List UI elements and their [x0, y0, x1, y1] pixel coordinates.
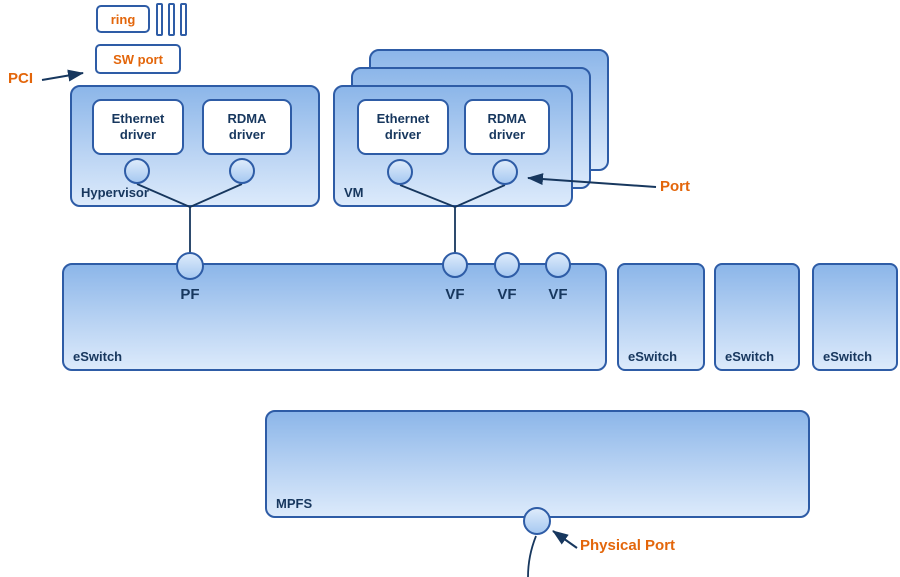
mpfs-box: MPFS: [265, 410, 810, 518]
hypervisor-label: Hypervisor: [81, 185, 149, 200]
physical-port-circle: [523, 507, 551, 535]
hypervisor-rdma-driver-label: RDMA driver: [227, 111, 267, 142]
hypervisor-rdma-driver-box: RDMA driver: [202, 99, 292, 155]
vm-ethernet-driver-label: Ethernet driver: [376, 111, 430, 142]
pf-circle: [176, 252, 204, 280]
sw-port-box: SW port: [95, 44, 181, 74]
ring-buffer-bar-3: [180, 3, 187, 36]
pf-label: PF: [180, 286, 200, 303]
eswitch-box-2: eSwitch: [617, 263, 705, 371]
vm-ethernet-port-circle: [387, 159, 413, 185]
eswitch-box-3: eSwitch: [714, 263, 800, 371]
eswitch-2-label: eSwitch: [628, 349, 678, 364]
hypervisor-rdma-port-circle: [229, 158, 255, 184]
vm-ethernet-driver-box: Ethernet driver: [357, 99, 449, 155]
pci-arrow: [41, 69, 84, 82]
ring-buffer-bar-1: [156, 3, 163, 36]
hypervisor-ethernet-driver-box: Ethernet driver: [92, 99, 184, 155]
sw-port-label: SW port: [113, 51, 163, 67]
eswitch-box-4: eSwitch: [812, 263, 898, 371]
ring-box: ring: [96, 5, 150, 33]
vf-circle-3: [545, 252, 571, 278]
vf-circle-1: [442, 252, 468, 278]
pci-label: PCI: [8, 70, 34, 87]
vf-label-2: VF: [497, 286, 517, 303]
eswitch-main-label: eSwitch: [73, 349, 123, 364]
ring-label: ring: [110, 11, 136, 27]
hypervisor-ethernet-driver-label: Ethernet driver: [111, 111, 165, 142]
physical-port-label: Physical Port: [580, 537, 676, 554]
vm-box: Ethernet driver RDMA driver VM: [333, 85, 573, 207]
vm-rdma-port-circle: [492, 159, 518, 185]
eswitch-main-box: eSwitch: [62, 263, 607, 371]
port-label: Port: [660, 178, 690, 195]
ring-buffer-bar-2: [168, 3, 175, 36]
physical-port-tail-line: [527, 535, 537, 577]
hypervisor-box: Ethernet driver RDMA driver Hypervisor: [70, 85, 320, 207]
vm-label: VM: [344, 185, 364, 200]
eswitch-4-label: eSwitch: [823, 349, 873, 364]
eswitch-3-label: eSwitch: [725, 349, 775, 364]
vf-label-1: VF: [445, 286, 465, 303]
hypervisor-ethernet-port-circle: [124, 158, 150, 184]
vm-rdma-driver-box: RDMA driver: [464, 99, 550, 155]
vm-rdma-driver-label: RDMA driver: [487, 111, 527, 142]
mpfs-label: MPFS: [276, 496, 313, 511]
vf-label-3: VF: [548, 286, 568, 303]
vf-circle-2: [494, 252, 520, 278]
physical-port-arrow: [552, 530, 578, 549]
